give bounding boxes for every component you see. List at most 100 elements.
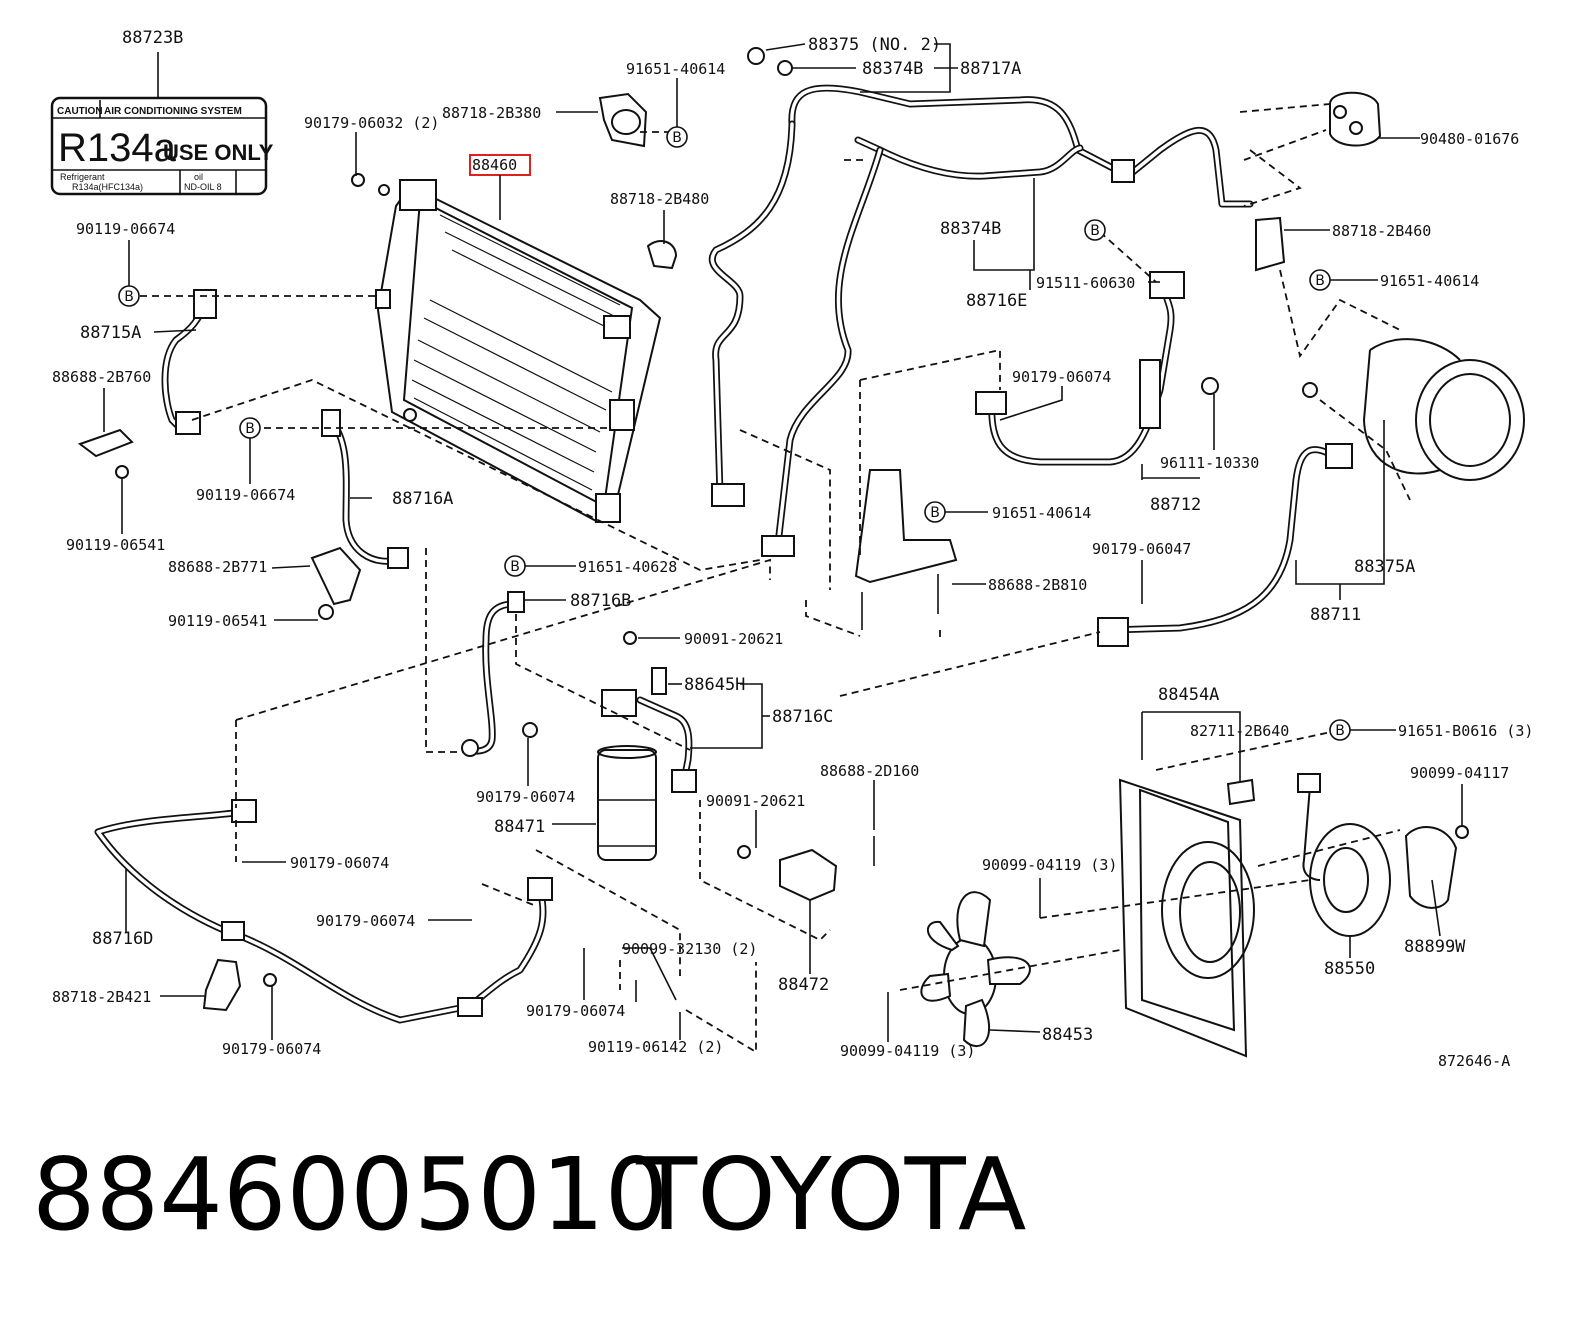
label-90179-06074-low[interactable]: 90179-06074 — [222, 1040, 321, 1058]
warning-system-text: AIR CONDITIONING SYSTEM — [104, 106, 242, 117]
label-90099-04119-top[interactable]: 90099-04119 (3) — [982, 856, 1117, 874]
label-91651-40614-mid[interactable]: 91651-40614 — [992, 504, 1091, 522]
label-88716a[interactable]: 88716A — [392, 489, 453, 509]
clamp-88718-2b460[interactable] — [1255, 216, 1286, 272]
label-88374b-top[interactable]: 88374B — [862, 59, 923, 79]
label-88718-2b480[interactable]: 88718-2B480 — [610, 190, 709, 208]
footer-part-number: 8846005010 — [32, 1136, 669, 1253]
label-90179-06047[interactable]: 90179-06047 — [1092, 540, 1191, 558]
label-90091-20621-bot[interactable]: 90091-20621 — [706, 792, 805, 810]
fan-motor-88550[interactable] — [1297, 773, 1391, 937]
grommet-96111-10330[interactable] — [1201, 377, 1219, 395]
label-90179-06032[interactable]: 90179-06032 (2) — [304, 114, 439, 132]
label-88711[interactable]: 88711 — [1310, 605, 1361, 625]
label-91651-b0616[interactable]: 91651-B0616 (3) — [1398, 722, 1533, 740]
label-88715a[interactable]: 88715A — [80, 323, 141, 343]
label-90119-06674-top[interactable]: 90119-06674 — [76, 220, 175, 238]
hose-88711[interactable] — [1097, 382, 1353, 647]
label-90179-06074-mid[interactable]: 90179-06074 — [476, 788, 575, 806]
label-88460-highlighted[interactable]: 88460 — [472, 156, 517, 174]
clamp-88718-2b380[interactable] — [598, 92, 648, 148]
clamp-88718-2b421[interactable] — [202, 958, 277, 1012]
label-88718-2b460[interactable]: 88718-2B460 — [1332, 222, 1431, 240]
label-91511-60630[interactable]: 91511-60630 — [1036, 274, 1135, 292]
label-90099-32130[interactable]: 90099-32130 (2) — [622, 940, 757, 958]
warning-oil-text: oil — [194, 172, 203, 182]
label-82711-2b640[interactable]: 82711-2B640 — [1190, 722, 1289, 740]
clip-82711-2b640[interactable] — [1226, 778, 1256, 806]
label-88454a[interactable]: 88454A — [1158, 685, 1219, 705]
fan-88453[interactable] — [920, 891, 1031, 1047]
bracket-88472[interactable] — [737, 836, 875, 946]
label-91651-40614-right[interactable]: 91651-40614 — [1380, 272, 1479, 290]
label-90179-06074-center[interactable]: 90179-06074 — [316, 912, 415, 930]
diagram-id: 872646-A — [1438, 1052, 1510, 1070]
label-88716c[interactable]: 88716C — [772, 707, 833, 727]
label-90119-06674-mid[interactable]: 90119-06674 — [196, 486, 295, 504]
label-96111-10330[interactable]: 96111-10330 — [1160, 454, 1259, 472]
label-88550[interactable]: 88550 — [1324, 959, 1375, 979]
label-88716d[interactable]: 88716D — [92, 929, 153, 949]
label-88688-2b760[interactable]: 88688-2B760 — [52, 368, 151, 386]
mount-90480-01676[interactable] — [1329, 91, 1382, 147]
label-88375-no2[interactable]: 88375 (NO. 2) — [808, 35, 941, 55]
warning-r134a-text: R134a — [58, 126, 177, 170]
pipe-88716c[interactable] — [601, 631, 697, 793]
warning-label: 88723B CAUTION AIR CONDITIONING SYSTEM R… — [50, 28, 274, 196]
footer-brand: TOYOTA — [636, 1136, 1027, 1253]
label-90179-06074-upper[interactable]: 90179-06074 — [1012, 368, 1111, 386]
hose-88716a[interactable] — [321, 409, 409, 569]
label-88472[interactable]: 88472 — [778, 975, 829, 995]
label-88688-2b810[interactable]: 88688-2B810 — [988, 576, 1087, 594]
bracket-88688-2b810[interactable] — [854, 469, 958, 630]
receiver-drier-88471[interactable] — [597, 745, 657, 861]
label-88471[interactable]: 88471 — [494, 817, 545, 837]
condenser-88460[interactable] — [351, 173, 662, 524]
label-91651-40614-top[interactable]: 91651-40614 — [626, 60, 725, 78]
label-88688-2b771[interactable]: 88688-2B771 — [168, 558, 267, 576]
label-88716e[interactable]: 88716E — [966, 291, 1027, 311]
pipe-88717a[interactable] — [708, 47, 1254, 507]
pipe-88716d[interactable] — [94, 799, 553, 1024]
label-90179-06074-bottom[interactable]: 90179-06074 — [526, 1002, 625, 1020]
bracket-88688-2b771[interactable] — [310, 546, 362, 620]
svg-text:B: B — [1315, 273, 1325, 289]
label-88688-2d160[interactable]: 88688-2D160 — [820, 762, 919, 780]
label-88718-2b380[interactable]: 88718-2B380 — [442, 104, 541, 122]
label-90119-06142[interactable]: 90119-06142 (2) — [588, 1038, 723, 1056]
fan-shroud-88454a[interactable] — [1118, 778, 1255, 1058]
label-90119-06541-left[interactable]: 90119-06541 — [66, 536, 165, 554]
cover-88899w[interactable] — [1404, 825, 1469, 909]
label-90099-04117[interactable]: 90099-04117 — [1410, 764, 1509, 782]
label-88375a[interactable]: 88375A — [1354, 557, 1415, 577]
label-88717a[interactable]: 88717A — [960, 59, 1021, 79]
pipe-88716e[interactable] — [761, 136, 1084, 557]
ref-b-circle-2: B — [118, 285, 140, 307]
label-88899w[interactable]: 88899W — [1404, 937, 1466, 957]
label-91651-40628[interactable]: 91651-40628 — [578, 558, 677, 576]
label-90179-06074-left[interactable]: 90179-06074 — [290, 854, 389, 872]
ref-b-circle-7: B — [504, 555, 526, 577]
compressor — [1362, 338, 1525, 481]
svg-text:B: B — [672, 130, 682, 146]
warning-refrigerant-text: Refrigerant — [60, 172, 105, 182]
label-88712[interactable]: 88712 — [1150, 495, 1201, 515]
clamp-88718-2b480[interactable] — [646, 240, 678, 270]
label-90480-01676[interactable]: 90480-01676 — [1420, 130, 1519, 148]
label-88645h[interactable]: 88645H — [684, 675, 745, 695]
hose-88712[interactable] — [975, 271, 1185, 466]
label-88723b[interactable]: 88723B — [122, 28, 183, 48]
label-90091-20621-top[interactable]: 90091-20621 — [684, 630, 783, 648]
ref-b-circle-4: B — [1084, 219, 1106, 241]
label-88718-2b421[interactable]: 88718-2B421 — [52, 988, 151, 1006]
label-88374b-mid[interactable]: 88374B — [940, 219, 1001, 239]
label-88453[interactable]: 88453 — [1042, 1025, 1093, 1045]
hose-88716b[interactable] — [461, 591, 538, 757]
hose-88715a[interactable] — [161, 289, 217, 435]
label-90099-04119-bot[interactable]: 90099-04119 (3) — [840, 1042, 975, 1060]
dashed-reference-lines — [140, 103, 1411, 1054]
bracket-88688-2b760[interactable] — [77, 428, 134, 479]
label-88716b[interactable]: 88716B — [570, 591, 631, 611]
label-90119-06541-mid[interactable]: 90119-06541 — [168, 612, 267, 630]
